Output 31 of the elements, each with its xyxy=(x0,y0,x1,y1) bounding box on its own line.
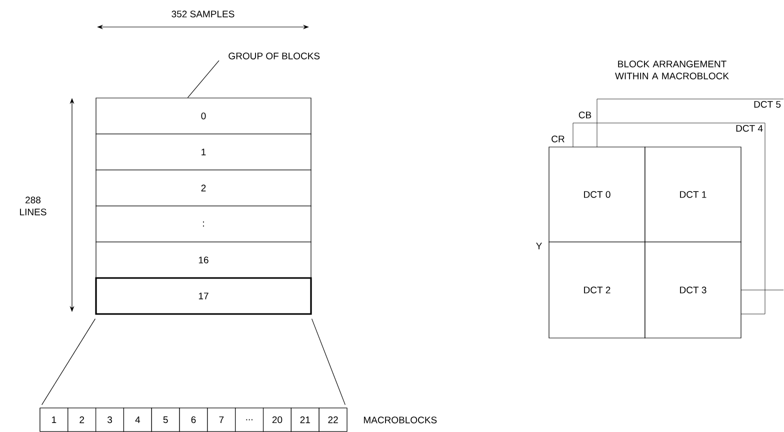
dct-block: DCT 3 xyxy=(644,242,742,338)
dct-block: DCT 2 xyxy=(548,242,646,338)
block-row: 17 xyxy=(95,277,312,315)
macroblock-cell: 1 xyxy=(40,408,68,432)
dimension-label: 352 SAMPLES xyxy=(172,10,234,18)
macroblock-cell: 2 xyxy=(68,408,96,432)
block-row: 1 xyxy=(96,134,312,170)
macroblock-cell: ... xyxy=(235,408,264,432)
title-text: BLOCK ARRANGEMENT WITHIN A MACROBLOCK xyxy=(615,60,729,80)
zoom-line xyxy=(312,318,346,406)
callout-text: GROUP OF BLOCKS xyxy=(228,52,320,60)
plane-label: Y xyxy=(536,242,542,250)
macroblock-cell: 3 xyxy=(96,408,124,432)
macroblock-cell: 22 xyxy=(318,408,348,432)
macroblock-cell: 4 xyxy=(123,408,152,432)
macroblock-cell: 5 xyxy=(151,408,180,432)
macroblock-cell: 6 xyxy=(179,408,208,432)
dimension-label: 288 LINES xyxy=(20,196,46,216)
dct-block: DCT 0 xyxy=(548,146,646,242)
block-plane: DCT 5 xyxy=(754,101,781,108)
block-row: 0 xyxy=(96,98,312,134)
macroblock-cell: 7 xyxy=(207,408,236,432)
leader-line xyxy=(187,60,220,98)
macroblock-cell: 21 xyxy=(290,408,320,432)
caption-text: MACROBLOCKS xyxy=(364,416,437,424)
block-row: : xyxy=(96,206,312,242)
block-row: 16 xyxy=(96,242,312,278)
block-row: 2 xyxy=(96,170,312,206)
plane-label: CR xyxy=(552,136,564,142)
macroblock-cell: 20 xyxy=(262,408,292,432)
zoom-line xyxy=(42,318,96,406)
